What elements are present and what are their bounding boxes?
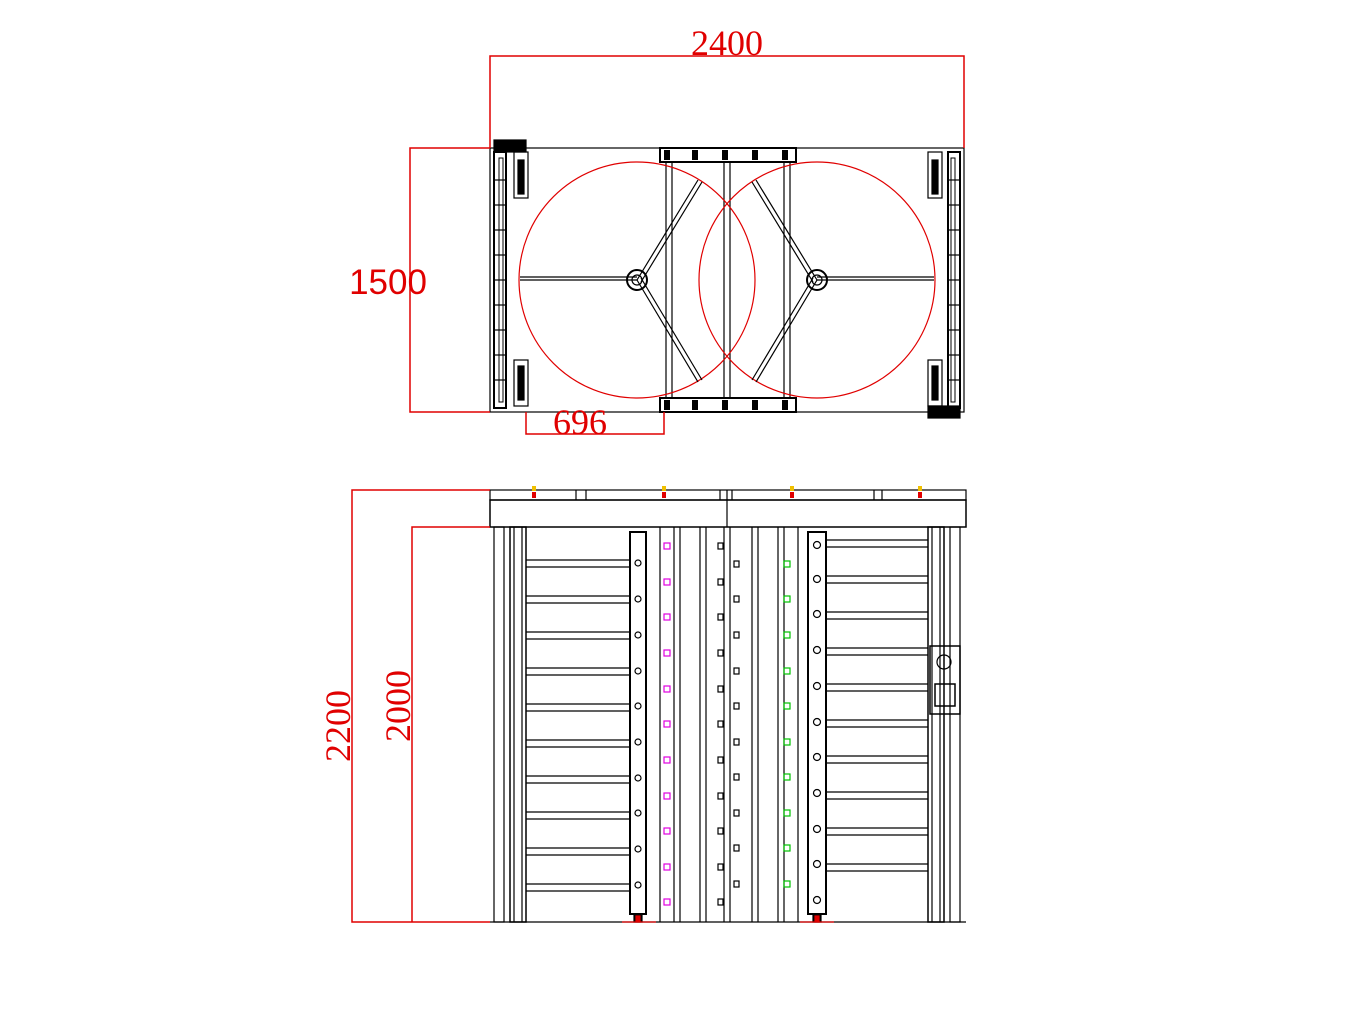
height-passage-dimension-line	[411, 526, 490, 922]
height-total-dimension-label: 2200	[318, 690, 358, 762]
magenta-led-column	[663, 542, 671, 906]
front-elevation	[489, 486, 967, 923]
canopy-top	[489, 489, 967, 501]
left-rotor-pillar	[629, 531, 647, 923]
central-bars	[659, 527, 799, 922]
left-rotor-sweep-circle	[518, 161, 756, 399]
right-rotor-pillar	[807, 531, 827, 923]
right-wing-posts	[927, 526, 961, 923]
left-wing	[493, 139, 529, 409]
reader-panel	[929, 645, 961, 715]
reader-button-icon	[936, 654, 952, 670]
left-rails	[526, 559, 630, 892]
central-barrier	[659, 147, 797, 413]
right-wing	[927, 151, 961, 419]
canopy-accent-marks	[532, 486, 922, 498]
height-total-dimension-line	[351, 489, 490, 923]
barrier-top-studs	[664, 150, 788, 410]
top-view	[489, 139, 965, 419]
left-pillar-knobs	[634, 559, 642, 889]
height-passage-dimension-label: 2000	[378, 670, 418, 742]
left-wing-rungs	[494, 179, 506, 381]
width-dimension-label: 2400	[691, 23, 763, 63]
right-pillar-knobs	[812, 540, 822, 905]
canopy-beam	[489, 499, 967, 528]
right-rotor	[698, 161, 936, 399]
depth-dimension-label: 1500	[349, 263, 427, 302]
right-rails	[826, 539, 928, 872]
green-led-column	[783, 560, 791, 888]
central-bar-tabs	[717, 542, 740, 906]
right-rotor-sweep-circle	[698, 161, 936, 399]
left-wing-posts	[493, 526, 527, 923]
red-foot-marks	[622, 915, 834, 923]
right-wing-rungs	[948, 179, 960, 381]
depth-dimension-line	[409, 147, 490, 413]
top-view-dimensions	[409, 55, 965, 435]
front-elevation-dimensions	[351, 489, 490, 923]
passage-dimension-label: 696	[553, 402, 607, 442]
passage-dimension-line	[525, 412, 665, 435]
card-reader-icon	[934, 683, 956, 707]
width-dimension-line	[489, 55, 965, 148]
left-rotor	[518, 161, 756, 399]
